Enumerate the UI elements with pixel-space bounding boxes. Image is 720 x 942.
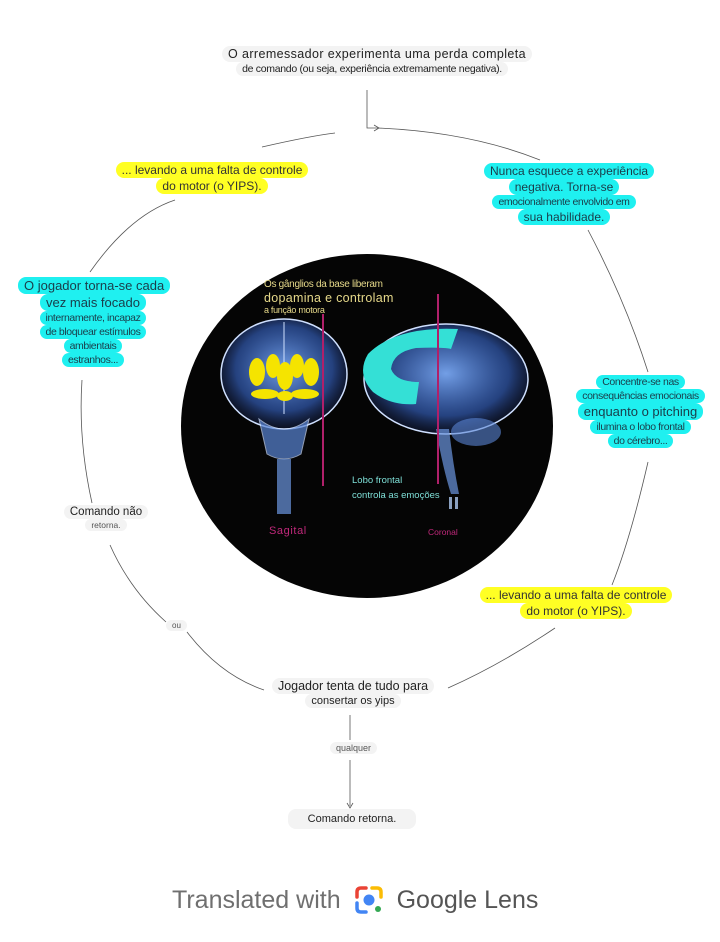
node-text: de comando (ou seja, experiência extrema… [236,62,508,76]
edge-label-text: ou [166,620,187,631]
node-player-tries-everything[interactable]: Jogador tenta de tudo para consertar os … [268,678,438,708]
brain-image [181,254,553,598]
connector-top-to-right [377,127,541,161]
frontal-lobe-label: Lobo frontal controla as emoções [352,473,440,503]
node-text: consequências emocionais [576,389,705,403]
node-text: ... levando a uma falta de controle [115,162,309,178]
arrowhead-icon [346,802,354,809]
node-complete-loss-of-command[interactable]: O arremessador experimenta uma perda com… [222,46,532,76]
label-text: Lobo frontal [352,475,403,486]
node-text: Concentre-se nas [596,375,685,389]
frontal-lobe-highlight [363,328,458,405]
edge-label-text: qualquer [330,742,378,754]
brain-illustration [220,294,529,514]
connector-notreturns-to-focused [80,379,93,504]
sagital-brain [220,314,348,514]
label-text: Os gânglios da base liberam [264,279,383,290]
node-text: emocionalmente envolvido em [492,195,636,209]
node-text: retorna. [85,519,127,531]
node-text: O arremessador experimenta uma perda com… [222,46,532,62]
basal-ganglia-label: Os gânglios da base liberam dopamina e c… [264,279,394,315]
node-yips-left[interactable]: ... levando a uma falta de controle do m… [112,162,312,194]
node-text: vez mais focado [40,294,146,311]
connector-focused-to-yellow [89,199,176,273]
node-text: enquanto o pitching [577,403,704,420]
node-text: negativa. Torna-se [508,179,620,195]
connector-cyan-right-to-concentrate [587,229,649,373]
node-text: estranhos... [61,353,125,367]
label-text: controla as emoções [352,490,440,502]
coronal-label: Coronal [428,527,458,537]
node-text: Jogador tenta de tudo para [271,678,435,694]
translation-footer: Translated with Google Lens [172,884,538,916]
label-text: dopamina e controlam [264,290,394,305]
node-text: sua habilidade. [517,209,611,225]
node-text: Comando não [63,505,149,519]
node-concentrate-emotional[interactable]: Concentre-se nas consequências emocionai… [568,375,713,448]
label-text: a função motora [264,304,325,315]
node-text: consertar os yips [305,694,401,708]
connector-top-down [366,90,378,129]
edge-label-any: qualquer [330,742,378,754]
node-text: Nunca esquece a experiência [484,163,655,179]
arrowhead-icon [373,124,380,132]
connector-ou-to-notreturns [109,544,167,623]
node-never-forgets[interactable]: Nunca esquece a experiência negativa. To… [484,163,655,225]
node-text: do cérebro... [607,434,674,448]
node-text: do motor (o YIPS). [520,603,632,619]
node-text: internamente, incapaz [39,311,147,325]
node-increasingly-focused[interactable]: O jogador torna-se cada vez mais focado … [18,277,171,367]
node-yips-right[interactable]: ... levando a uma falta de controle do m… [476,587,676,619]
node-text: ilumina o lobo frontal [590,420,691,434]
footer-prefix: Translated with [172,885,341,914]
sagital-label: Sagital [269,525,307,537]
coronal-brain [363,294,529,509]
node-text: do motor (o YIPS). [156,178,268,194]
connector-yellow-to-top [261,132,336,148]
node-command-not-returns[interactable]: Comando não retorna. [48,505,164,531]
connector-player-to-ou [186,631,265,691]
node-text: ... levando a uma falta de controle [479,587,673,603]
edge-label-or: ou [166,620,187,631]
node-text: Comando retorna. [287,809,417,829]
basal-ganglia-highlight [249,354,319,401]
node-text: ambientais [63,339,123,353]
footer-brand: Google Lens [396,885,539,914]
node-text: de bloquear estímulos [39,325,147,339]
node-text: O jogador torna-se cada [18,277,171,294]
connector-yips-to-player [447,627,556,689]
connector-concentrate-to-yips [611,461,649,586]
google-lens-icon [354,886,383,914]
node-command-returns[interactable]: Comando retorna. [284,809,420,829]
